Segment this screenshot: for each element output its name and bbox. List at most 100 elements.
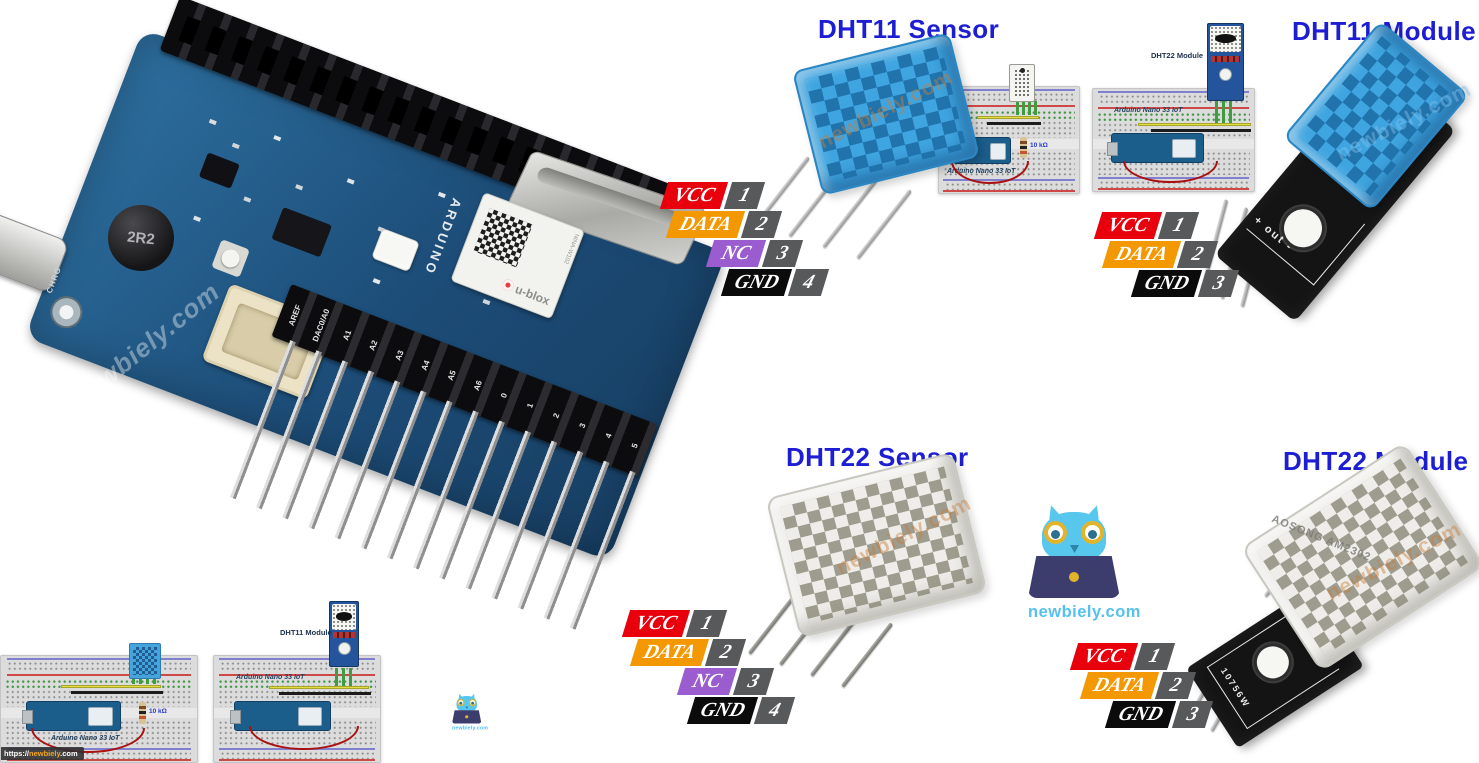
dht22-module-pinout: VCC 1 DATA 2 GND 3: [1069, 643, 1214, 730]
pin-name-data: DATA: [629, 639, 710, 666]
pin-row-data: DATA 2: [629, 639, 791, 666]
module-label: DHT22 Module: [1151, 51, 1204, 60]
pin-name-gnd: GND: [1104, 701, 1177, 728]
breadboard-dht22-module: DHT22 Module Arduino Nano 33 IoT: [1092, 23, 1255, 192]
rail-line-blue: [218, 658, 376, 660]
pin-row-vcc: VCC 1: [1093, 212, 1235, 239]
pin-name-gnd: GND: [1130, 270, 1203, 297]
owl-eye-icon: [1081, 521, 1104, 544]
resistor: [139, 702, 146, 724]
mini-dht22-sensor: [1009, 64, 1035, 102]
owl-eye-icon: [468, 698, 477, 707]
laptop-logo-dot: [1069, 572, 1079, 582]
pin-name-gnd: GND: [720, 269, 793, 296]
pin-name-gnd: GND: [686, 697, 759, 724]
owl-laptop-icon: [1028, 556, 1120, 598]
pin-number: 3: [761, 240, 804, 267]
u-blox-dot-icon: [500, 278, 516, 293]
green-row: [1097, 112, 1250, 122]
module-pads: [1211, 56, 1240, 62]
green-wire: [349, 668, 352, 686]
green-wire: [1229, 101, 1232, 123]
pin-name-vcc: VCC: [1069, 643, 1139, 670]
dht22-sensor-image: newbiely.com: [747, 451, 1050, 702]
aosong-marking: AOSONG AM2302: [1269, 512, 1373, 564]
pin-number: 1: [685, 610, 728, 637]
mini-arduino-nano: [1107, 133, 1204, 163]
newbiely-owl-logo: newbiely.com: [1028, 512, 1140, 622]
rail-dots: [7, 661, 191, 672]
rail-line-red: [943, 190, 1075, 192]
owl-eye-icon: [457, 698, 465, 707]
green-wire: [1034, 101, 1037, 115]
pin-number: 1: [1133, 643, 1176, 670]
qr-code: [473, 208, 533, 268]
owl-pupil: [471, 701, 475, 705]
breadboard-dht11-sensor: Arduino Nano 33 IoT 10 kΩ https://newbie…: [0, 643, 198, 763]
rail-dots: [220, 661, 374, 672]
pin-row-nc: NC 3: [705, 240, 825, 267]
pin-name-data: DATA: [665, 211, 746, 238]
sensor-pin: [855, 188, 913, 260]
green-row: [943, 110, 1075, 120]
module-label: DHT11 Module: [280, 628, 332, 637]
url-watermark: https://newbiely.com: [1, 747, 84, 760]
mini-dht11-sensor: [129, 643, 161, 679]
pin-row-data: DATA 2: [1079, 672, 1209, 699]
module-pads: [333, 632, 355, 638]
nano-label: Arduino Nano 33 IoT: [1114, 107, 1183, 114]
owl-pupil: [1088, 530, 1097, 539]
pin-number: 2: [1155, 672, 1197, 699]
pin-name-vcc: VCC: [659, 182, 729, 209]
pin-number: 4: [754, 697, 796, 724]
green-wire: [1022, 101, 1025, 115]
nano-label: Arduino Nano 33 IoT: [236, 674, 305, 681]
dht22-module-image: 10756W AOSONG AM2302 newbiely.com: [1165, 441, 1479, 760]
rail-dots: [945, 182, 1073, 192]
dht11-sensor-title: DHT11 Sensor: [818, 14, 1000, 44]
rail-dots: [220, 751, 374, 761]
green-wire: [1222, 101, 1225, 123]
rail-line-red: [943, 105, 1075, 107]
rail-line-red: [6, 759, 192, 761]
module-sensor-face: [332, 604, 356, 630]
rail-line-blue: [1097, 91, 1250, 93]
pin-row-data: DATA 2: [665, 211, 825, 238]
green-wire: [342, 668, 345, 686]
pin-name-vcc: VCC: [621, 610, 691, 637]
green-wire: [335, 668, 338, 686]
resistor-label: 10 kΩ: [149, 708, 167, 715]
resistor-label: 10 kΩ: [1030, 142, 1048, 149]
yellow-wire: [269, 686, 369, 689]
black-wire: [71, 691, 163, 694]
rail-line-red: [6, 674, 192, 676]
pin-row-gnd: GND 3: [1130, 270, 1240, 297]
green-wire: [1215, 101, 1218, 123]
pin-number: 2: [741, 211, 783, 238]
owl-beak-icon: [465, 706, 469, 710]
module-sensor-face: [1210, 26, 1241, 52]
yellow-wire: [61, 685, 161, 688]
pin-number: 4: [788, 269, 830, 296]
pin-number: 1: [1157, 212, 1200, 239]
pin-row-vcc: VCC 1: [659, 182, 825, 209]
red-wire: [249, 726, 359, 750]
pin-name-nc: NC: [676, 668, 738, 695]
resistor: [1020, 137, 1027, 158]
pin-name-vcc: VCC: [1093, 212, 1163, 239]
green-wire: [1016, 101, 1019, 115]
rail-dots: [1099, 94, 1248, 105]
sensor-pin: [840, 622, 894, 688]
rail-line-blue: [6, 658, 192, 660]
pin-number: 2: [705, 639, 747, 666]
pin-row-gnd: GND 3: [1104, 701, 1214, 728]
owl-head-icon: [456, 696, 477, 712]
pin-number: 3: [1172, 701, 1214, 728]
pin-row-gnd: GND 4: [720, 269, 830, 296]
owl-head-icon: [1042, 512, 1106, 562]
pin-number: 2: [1177, 241, 1219, 268]
pin-name-data: DATA: [1101, 241, 1182, 268]
black-wire: [279, 692, 371, 695]
rail-dots: [7, 751, 191, 761]
